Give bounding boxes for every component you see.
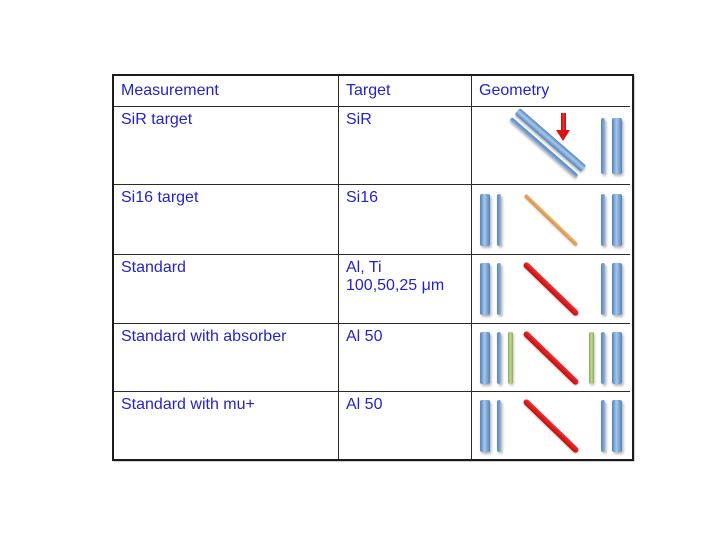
geometry-cell — [472, 185, 630, 255]
header-label: Measurement — [121, 81, 219, 99]
red-beam-line — [522, 261, 580, 317]
right-bar-group — [601, 111, 622, 180]
measurement-cell: Standard with absorber — [114, 324, 339, 392]
blue-slab-bar — [612, 117, 622, 174]
blue-slab-bar — [497, 263, 501, 315]
geometry-cell — [472, 392, 630, 459]
blue-slab-bar — [497, 399, 501, 452]
target-label: Al 50 — [346, 396, 383, 413]
left-bar-group — [480, 189, 501, 250]
blue-slab-bar — [480, 263, 490, 315]
target-label: Si16 — [346, 189, 379, 206]
orange-beam-line — [523, 193, 579, 246]
blue-slab-bar — [612, 263, 622, 315]
measurement-label: Standard — [121, 259, 186, 276]
green-slab-bar — [508, 331, 513, 384]
measurement-table: Measurement Target Geometry SiR target S… — [112, 74, 634, 461]
header-label: Geometry — [479, 81, 550, 99]
beam-area — [501, 397, 601, 454]
blue-slab-bar — [601, 399, 605, 452]
blue-slab-bar — [480, 331, 490, 384]
target-label: Al 50 — [346, 328, 383, 345]
blue-slab-bar — [601, 331, 605, 384]
blue-slab-bar — [480, 193, 490, 246]
geometry-cell — [472, 324, 630, 392]
beam-area — [513, 329, 589, 386]
measurement-label: Standard with mu+ — [121, 396, 255, 413]
blue-slab-bar — [612, 331, 622, 384]
measurement-label: Standard with absorber — [121, 328, 287, 345]
right-bar-group — [601, 189, 622, 250]
measurement-cell: Standard with mu+ — [114, 392, 339, 459]
tilted-blue-bar — [514, 107, 586, 172]
red-beam-line — [522, 329, 580, 386]
header-cell-geometry: Geometry — [472, 76, 630, 107]
beam-area — [501, 193, 601, 246]
geometry-cell — [472, 255, 630, 324]
beam-area — [480, 107, 601, 179]
arrow-head — [556, 129, 570, 141]
header-cell-target: Target — [339, 76, 472, 107]
blue-slab-bar — [601, 117, 605, 174]
measurement-cell: Standard — [114, 255, 339, 324]
blue-slab-bar — [601, 263, 605, 315]
left-bar-group — [480, 259, 501, 319]
left-bar-group — [480, 328, 513, 387]
red-beam-line — [522, 397, 580, 454]
green-slab-bar — [589, 331, 594, 384]
target-label: SiR — [346, 111, 372, 128]
red-down-arrow-icon — [556, 112, 571, 142]
tilted-target-group — [500, 107, 596, 179]
target-cell: Al, Ti 100,50,25 μm — [339, 255, 472, 324]
arrow-stem — [560, 112, 566, 130]
blue-slab-bar — [601, 193, 605, 246]
target-cell: Al 50 — [339, 324, 472, 392]
target-label: Al, Ti — [346, 259, 382, 276]
geometry-cell — [472, 107, 630, 185]
beam-area — [501, 261, 601, 317]
blue-slab-bar — [480, 399, 490, 452]
blue-slab-bar — [497, 331, 501, 384]
header-label: Target — [346, 81, 391, 99]
blue-slab-bar — [497, 193, 501, 246]
left-bar-group — [480, 396, 501, 455]
target-cell: Al 50 — [339, 392, 472, 459]
header-cell-measurement: Measurement — [114, 76, 339, 107]
right-bar-group — [601, 396, 622, 455]
target-cell: Si16 — [339, 185, 472, 255]
measurement-cell: SiR target — [114, 107, 339, 185]
target-cell: SiR — [339, 107, 472, 185]
right-bar-group — [601, 259, 622, 319]
blue-slab-bar — [612, 193, 622, 246]
tilted-target-pair — [509, 107, 586, 177]
blue-slab-bar — [612, 399, 622, 452]
measurement-label: SiR target — [121, 111, 193, 128]
target-thickness-label: 100,50,25 μm — [346, 277, 445, 295]
right-bar-group — [589, 328, 622, 387]
measurement-cell: Si16 target — [114, 185, 339, 255]
measurement-label: Si16 target — [121, 189, 199, 206]
